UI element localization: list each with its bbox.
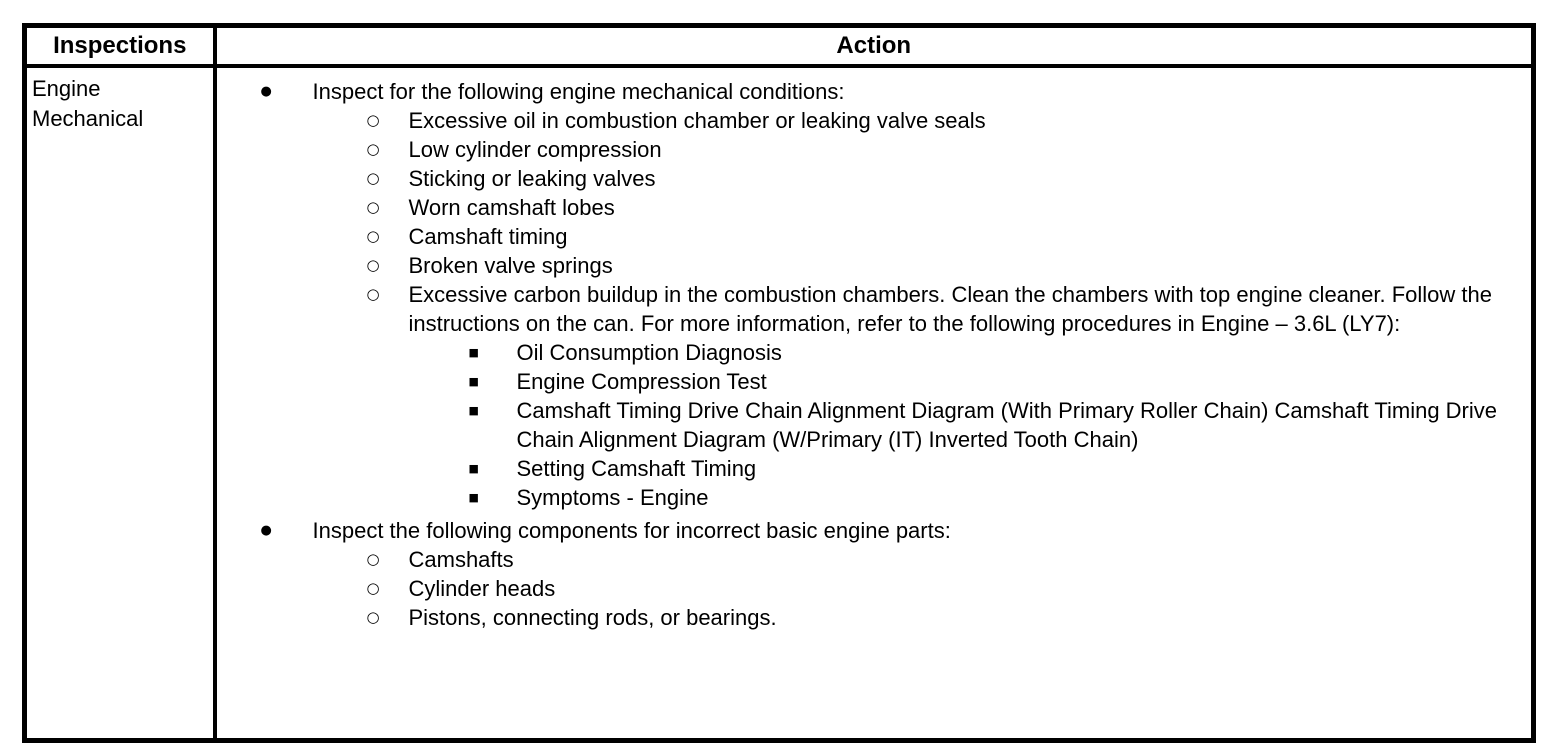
action-list-item: ○ Excessive carbon buildup in the combust… bbox=[217, 280, 1516, 338]
action-item-text: Camshaft Timing Drive Chain Alignment Di… bbox=[516, 397, 1498, 452]
action-list-item: ○ Sticking or leaking valves bbox=[217, 164, 1516, 193]
action-list-item: ○ Excessive oil in combustion chamber or … bbox=[217, 106, 1516, 135]
square-bullet-icon: ■ bbox=[468, 490, 479, 504]
action-item-text: Pistons, connecting rods, or bearings. bbox=[408, 604, 777, 630]
circle-bullet-icon: ○ bbox=[366, 110, 380, 129]
action-list: ● Inspect for the following engine mechan… bbox=[217, 77, 1516, 632]
action-item-text: Low cylinder compression bbox=[408, 136, 662, 162]
circle-bullet-icon: ○ bbox=[366, 578, 380, 597]
action-item-text: Worn camshaft lobes bbox=[408, 194, 615, 220]
table-row: Engine Mechanical ● Inspect for the follo… bbox=[22, 63, 1536, 743]
disc-bullet-icon: ● bbox=[260, 522, 272, 538]
action-cell: ● Inspect for the following engine mechan… bbox=[212, 63, 1536, 743]
square-bullet-icon: ■ bbox=[468, 461, 479, 475]
action-item-text: Cylinder heads bbox=[408, 575, 556, 601]
action-list-item: ○ Cylinder heads bbox=[217, 574, 1516, 603]
action-list-item: ○ Low cylinder compression bbox=[217, 135, 1516, 164]
circle-bullet-icon: ○ bbox=[366, 197, 380, 216]
action-item-text: Camshaft timing bbox=[408, 223, 568, 249]
action-list-item: ■ Setting Camshaft Timing bbox=[217, 454, 1516, 483]
action-item-text: Inspect the following components for inc… bbox=[312, 517, 951, 543]
circle-bullet-icon: ○ bbox=[366, 549, 380, 568]
action-item-text: Symptoms - Engine bbox=[516, 484, 709, 510]
action-item-text: Oil Consumption Diagnosis bbox=[516, 339, 782, 365]
inspection-action-table: Inspections Action Engine Mechanical ● In… bbox=[22, 23, 1536, 743]
action-item-text: Excessive carbon buildup in the combusti… bbox=[408, 281, 1493, 336]
circle-bullet-icon: ○ bbox=[366, 226, 380, 245]
table-header-row: Inspections Action bbox=[22, 23, 1536, 68]
action-list-item: ■ Engine Compression Test bbox=[217, 367, 1516, 396]
action-item-text: Excessive oil in combustion chamber or l… bbox=[408, 107, 986, 133]
action-list-item: ● Inspect the following components for in… bbox=[217, 516, 1516, 545]
action-item-text: Engine Compression Test bbox=[516, 368, 767, 394]
action-list-item: ■ Oil Consumption Diagnosis bbox=[217, 338, 1516, 367]
action-list-item: ● Inspect for the following engine mechan… bbox=[217, 77, 1516, 106]
action-item-text: Inspect for the following engine mechani… bbox=[312, 78, 845, 104]
action-item-text: Sticking or leaking valves bbox=[408, 165, 656, 191]
action-list-item: ■ Symptoms - Engine bbox=[217, 483, 1516, 512]
inspection-cell: Engine Mechanical bbox=[22, 63, 217, 743]
action-list-item: ○ Broken valve springs bbox=[217, 251, 1516, 280]
circle-bullet-icon: ○ bbox=[366, 255, 380, 274]
disc-bullet-icon: ● bbox=[260, 83, 272, 99]
square-bullet-icon: ■ bbox=[468, 345, 479, 359]
circle-bullet-icon: ○ bbox=[366, 284, 380, 303]
action-list-item: ○ Worn camshaft lobes bbox=[217, 193, 1516, 222]
action-item-text: Broken valve springs bbox=[408, 252, 613, 278]
action-item-text: Setting Camshaft Timing bbox=[516, 455, 757, 481]
square-bullet-icon: ■ bbox=[468, 374, 479, 388]
header-inspections: Inspections bbox=[22, 23, 217, 68]
header-action: Action bbox=[212, 23, 1536, 68]
circle-bullet-icon: ○ bbox=[366, 139, 380, 158]
action-list-item: ○ Camshaft timing bbox=[217, 222, 1516, 251]
action-item-text: Camshafts bbox=[408, 546, 514, 572]
circle-bullet-icon: ○ bbox=[366, 168, 380, 187]
circle-bullet-icon: ○ bbox=[366, 607, 380, 626]
action-list-item: ○ Camshafts bbox=[217, 545, 1516, 574]
square-bullet-icon: ■ bbox=[468, 403, 479, 417]
action-list-item: ○ Pistons, connecting rods, or bearings. bbox=[217, 603, 1516, 632]
action-list-item: ■ Camshaft Timing Drive Chain Alignment D… bbox=[217, 396, 1516, 454]
